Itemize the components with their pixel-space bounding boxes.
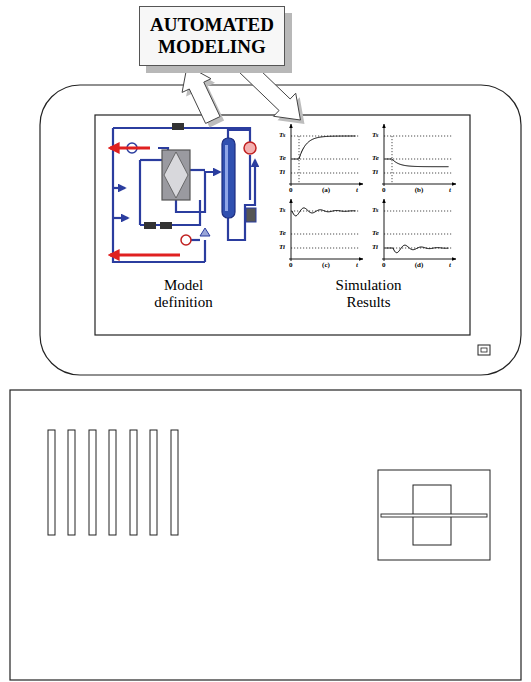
vent-slots — [48, 430, 178, 535]
heat-exchanger — [244, 142, 256, 154]
level-label: Ti — [279, 169, 285, 176]
axis-label: 0 — [382, 187, 386, 194]
level-line — [384, 173, 452, 174]
axis-label: 0 — [289, 187, 293, 194]
level-line — [291, 173, 359, 174]
level-line — [384, 234, 452, 235]
level-label: Ti — [372, 169, 378, 176]
level-label: Ti — [279, 244, 285, 251]
title-text: AUTOMATED MODELING — [150, 14, 274, 58]
pump — [144, 222, 156, 229]
axis-label: t — [449, 187, 451, 194]
level-label: Te — [372, 230, 379, 237]
y-axis — [291, 199, 292, 261]
level-line — [291, 159, 359, 160]
axis-label: t — [356, 187, 358, 194]
pump — [160, 222, 172, 229]
axis-label: t — [356, 262, 358, 269]
title-box: AUTOMATED MODELING — [139, 6, 285, 66]
reboiler — [246, 208, 256, 222]
x-axis — [382, 259, 456, 260]
screen — [95, 115, 470, 335]
level-line — [384, 136, 452, 137]
block-arrow — [182, 66, 220, 124]
y-axis — [291, 124, 292, 186]
level-label: Ts — [372, 132, 378, 139]
response-curve — [385, 159, 449, 167]
chart — [289, 199, 363, 261]
axis-label: 0 — [289, 262, 293, 269]
level-line — [384, 211, 452, 212]
x-axis — [382, 184, 456, 185]
level-line — [291, 248, 359, 249]
stream-arrow — [110, 147, 150, 150]
monitor — [40, 85, 521, 375]
chart-tag: (a) — [322, 187, 330, 194]
level-label: Ti — [372, 244, 378, 251]
monitor-bezel — [40, 85, 521, 375]
result-charts — [289, 124, 456, 261]
response-curve — [385, 245, 449, 253]
case-outline — [10, 390, 521, 680]
level-line — [291, 234, 359, 235]
axis-label: 0 — [382, 262, 386, 269]
level-label: Ts — [279, 132, 285, 139]
level-label: Te — [372, 155, 379, 162]
computer-case — [10, 390, 521, 680]
y-axis — [384, 124, 385, 186]
flowsheet-illustration — [110, 123, 256, 262]
simulation-results-panel: Simulation Results — [274, 120, 463, 316]
stream-arrow — [110, 254, 180, 257]
panel-caption: Model definition — [154, 277, 212, 312]
time-zero-line — [299, 136, 300, 184]
x-axis — [289, 184, 363, 185]
x-axis — [289, 259, 363, 260]
axis-label: t — [449, 262, 451, 269]
response-curve — [292, 208, 356, 216]
power-button — [478, 345, 490, 355]
level-label: Te — [279, 155, 286, 162]
chart — [289, 124, 363, 186]
chart — [382, 199, 456, 261]
model-definition-panel: Model definition — [102, 120, 265, 316]
power-button — [481, 348, 487, 352]
level-label: Te — [279, 230, 286, 237]
distillation-column — [222, 138, 235, 218]
block-arrow — [238, 60, 300, 120]
level-label: Ts — [372, 207, 378, 214]
response-curve — [292, 136, 356, 159]
disk-drive — [378, 470, 490, 560]
chart-tag: (c) — [322, 262, 330, 269]
chart — [382, 124, 456, 186]
chart-tag: (b) — [415, 187, 424, 194]
heat-exchanger — [181, 235, 191, 245]
chart-tag: (d) — [415, 262, 424, 269]
y-axis — [384, 199, 385, 261]
level-line — [384, 159, 452, 160]
level-label: Ts — [279, 207, 285, 214]
panel-caption: Simulation Results — [336, 277, 402, 312]
pump — [172, 123, 184, 130]
membrane-module — [162, 150, 190, 200]
